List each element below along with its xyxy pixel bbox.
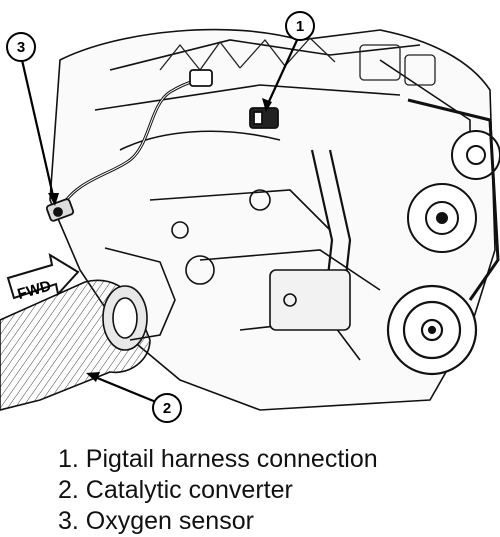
- legend: 1. Pigtail harness connection 2. Catalyt…: [58, 444, 378, 537]
- intake-manifold: [159, 37, 436, 86]
- callout-3-number: 3: [17, 39, 25, 56]
- engine-block: [49, 28, 496, 411]
- engine-diagram: FWD 1 2 3: [0, 11, 500, 423]
- legend-item-catalytic-converter: 2. Catalytic converter: [58, 476, 293, 504]
- catalytic-converter: [0, 247, 176, 411]
- oxygen-sensor-harness: [58, 69, 213, 211]
- callout-3: 3: [6, 32, 36, 62]
- leader-arrowheads: [48, 98, 272, 382]
- drive-belt: [407, 98, 500, 301]
- pulley-upper: [407, 183, 477, 253]
- legend-item-oxygen-sensor: 3. Oxygen sensor: [58, 507, 254, 535]
- oxygen-sensor: [45, 198, 75, 222]
- callout-2: 2: [152, 393, 182, 423]
- pigtail-connector: [249, 107, 279, 129]
- callout-2-number: 2: [163, 400, 171, 417]
- pulley-right: [451, 130, 500, 180]
- callout-1: 1: [285, 11, 315, 41]
- leader-lines: [20, 37, 300, 404]
- legend-item-pigtail-harness: 1. Pigtail harness connection: [58, 445, 378, 473]
- callout-1-number: 1: [296, 18, 304, 35]
- crank-pulley: [386, 284, 478, 376]
